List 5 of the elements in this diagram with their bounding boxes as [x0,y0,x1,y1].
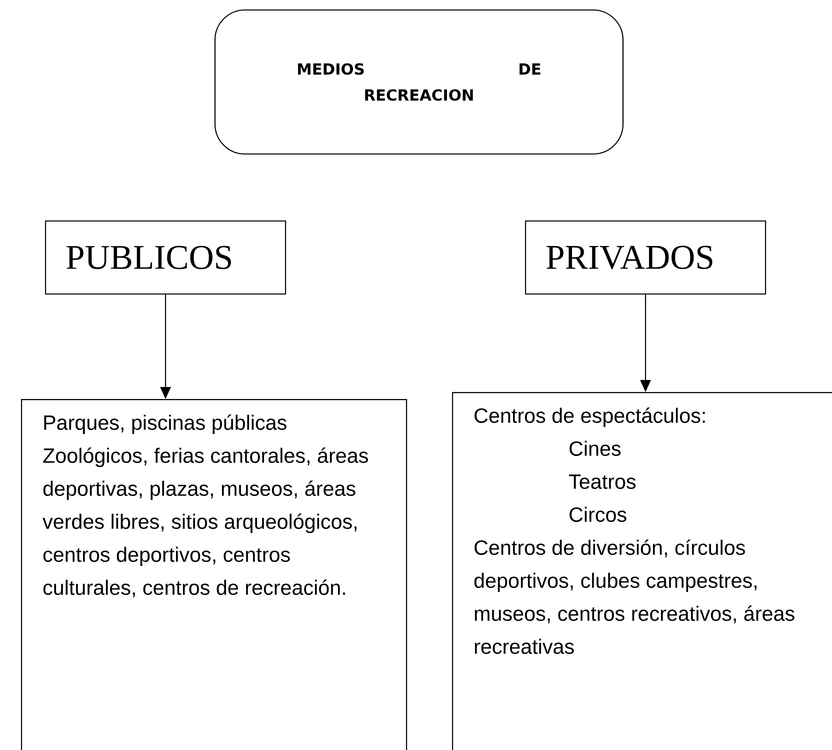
category-box: PRIVADOS [525,220,766,295]
list-box: Centros de espectáculos: Cines Teatros Circos Centros de diversión, círculos deportivos, clubes campestres, museos, centros recreativos, áreas recreativas [452,392,832,750]
rounded-box: MEDIOS DE RECREACION [214,9,624,155]
category-box: PUBLICOS [45,220,286,295]
list-box: Parques, piscinas públicas Zoológicos, ferias cantorales, áreas deportivas, plazas, museos, áreas verdes libres, sitios arqueológicos, centros deportivos, centros culturales, centros de recreación. [21,399,408,750]
